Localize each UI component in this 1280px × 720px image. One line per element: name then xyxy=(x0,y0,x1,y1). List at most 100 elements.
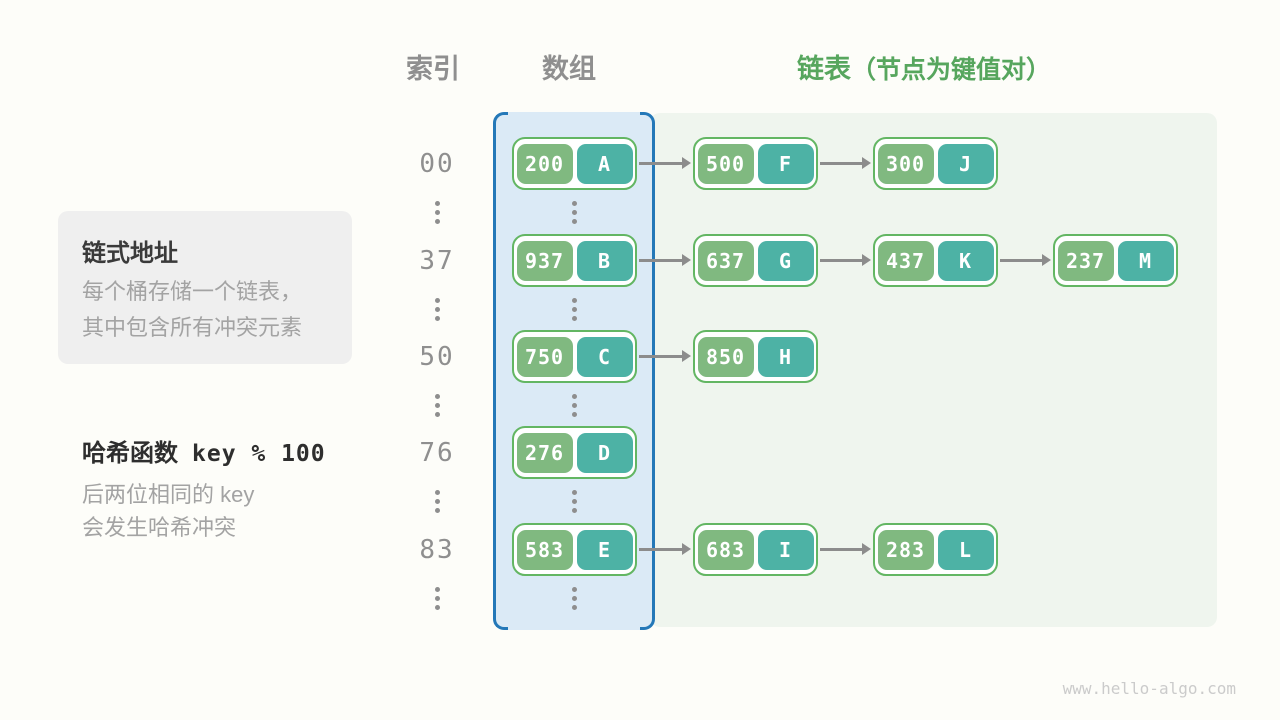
next-pointer-arrow-icon xyxy=(639,350,691,362)
watermark: www.hello-algo.com xyxy=(1062,679,1236,698)
hash-function-label: 哈希函数 xyxy=(82,440,178,467)
kv-value: F xyxy=(757,143,814,184)
dot xyxy=(434,209,440,215)
dot xyxy=(434,306,440,312)
hash-function-title: 哈希函数 key % 100 xyxy=(82,433,326,468)
kv-key: 276 xyxy=(516,432,573,473)
dot xyxy=(571,507,577,513)
dot xyxy=(571,200,577,206)
kv-value: G xyxy=(757,240,814,281)
vertical-ellipsis-icon xyxy=(571,200,577,228)
kv-value: H xyxy=(757,336,814,377)
vertical-ellipsis-icon xyxy=(434,393,440,421)
info-box: 链式地址 每个桶存储一个链表， 其中包含所有冲突元素 xyxy=(58,211,352,364)
info-box-title: 链式地址 xyxy=(82,240,178,267)
kv-value: D xyxy=(576,432,633,473)
kv-key: 237 xyxy=(1057,240,1114,281)
header-array: 数组 xyxy=(542,54,596,84)
dot xyxy=(571,297,577,303)
next-pointer-arrow-icon xyxy=(820,157,871,169)
dot xyxy=(571,411,577,417)
hash-function-formula: key % 100 xyxy=(192,441,326,467)
array-bracket-right-icon xyxy=(640,112,655,630)
vertical-ellipsis-icon xyxy=(434,200,440,228)
kv-key: 583 xyxy=(516,529,573,570)
dot xyxy=(434,489,440,495)
dot xyxy=(571,498,577,504)
vertical-ellipsis-icon xyxy=(571,586,577,614)
kv-key: 500 xyxy=(697,143,754,184)
kv-key: 637 xyxy=(697,240,754,281)
next-pointer-arrow-icon xyxy=(639,254,691,266)
info-box-line: 其中包含所有冲突元素 xyxy=(82,315,303,340)
kv-value: J xyxy=(937,143,994,184)
dot xyxy=(434,604,440,610)
dot xyxy=(571,402,577,408)
kv-value: C xyxy=(576,336,633,377)
next-pointer-arrow-icon xyxy=(820,543,871,555)
header-linked-list: 链表（节点为键值对） xyxy=(797,52,1051,86)
kv-key: 200 xyxy=(516,143,573,184)
bucket-index: 00 xyxy=(419,148,455,179)
bucket-index: 76 xyxy=(419,437,455,468)
kv-key: 300 xyxy=(877,143,934,184)
dot xyxy=(571,393,577,399)
vertical-ellipsis-icon xyxy=(434,489,440,517)
dot xyxy=(434,297,440,303)
dot xyxy=(434,586,440,592)
dot xyxy=(571,218,577,224)
dot xyxy=(571,306,577,312)
kv-key: 850 xyxy=(697,336,754,377)
hash-note-line: 会发生哈希冲突 xyxy=(82,515,237,540)
dot xyxy=(571,315,577,321)
header-index: 索引 xyxy=(406,54,460,84)
next-pointer-arrow-icon xyxy=(1000,254,1051,266)
dot xyxy=(434,402,440,408)
kv-value: A xyxy=(576,143,633,184)
info-box-line: 每个桶存储一个链表， xyxy=(82,279,303,304)
dot xyxy=(434,411,440,417)
dot xyxy=(434,498,440,504)
next-pointer-arrow-icon xyxy=(639,543,691,555)
bucket-index: 37 xyxy=(419,245,455,276)
array-bracket-left-icon xyxy=(493,112,508,630)
next-pointer-arrow-icon xyxy=(820,254,871,266)
header-linked-list-title: 链表 xyxy=(797,54,851,84)
kv-key: 937 xyxy=(516,240,573,281)
vertical-ellipsis-icon xyxy=(571,297,577,325)
dot xyxy=(434,595,440,601)
dot xyxy=(434,218,440,224)
dot xyxy=(434,315,440,321)
bucket-index: 50 xyxy=(419,341,455,372)
kv-value: M xyxy=(1117,240,1174,281)
dot xyxy=(571,209,577,215)
dot xyxy=(571,595,577,601)
kv-key: 750 xyxy=(516,336,573,377)
kv-value: B xyxy=(576,240,633,281)
kv-value: E xyxy=(576,529,633,570)
kv-key: 437 xyxy=(877,240,934,281)
kv-key: 283 xyxy=(877,529,934,570)
next-pointer-arrow-icon xyxy=(639,157,691,169)
dot xyxy=(571,604,577,610)
kv-value: I xyxy=(757,529,814,570)
vertical-ellipsis-icon xyxy=(434,586,440,614)
vertical-ellipsis-icon xyxy=(434,297,440,325)
dot xyxy=(571,489,577,495)
vertical-ellipsis-icon xyxy=(571,489,577,517)
bucket-index: 83 xyxy=(419,534,455,565)
header-linked-list-note: （节点为键值对） xyxy=(851,56,1052,84)
